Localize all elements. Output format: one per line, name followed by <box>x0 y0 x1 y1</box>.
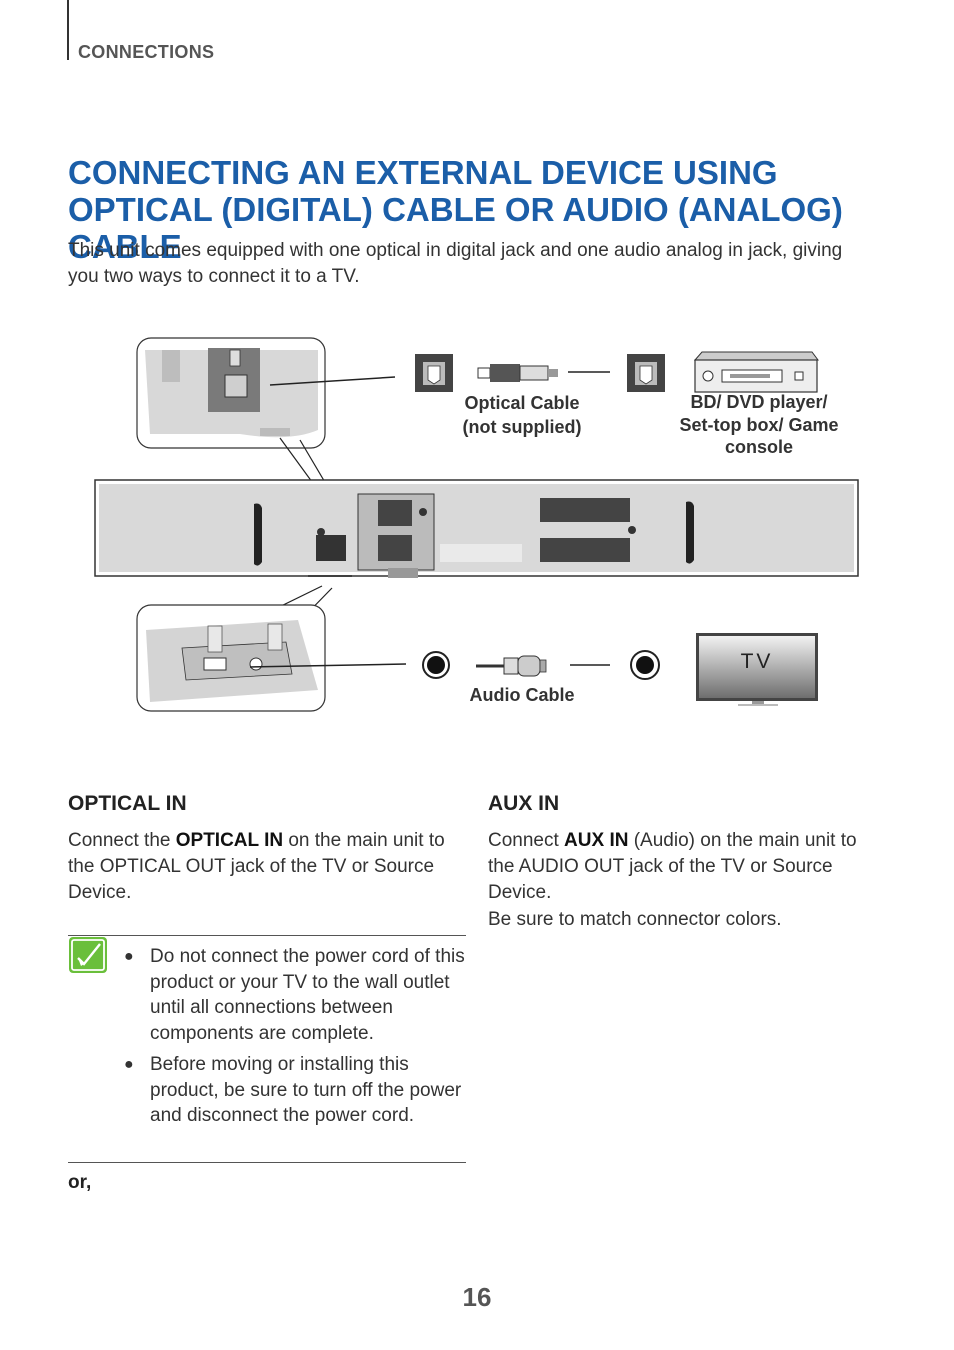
or-label: or, <box>68 1172 92 1193</box>
note-item: ● Do not connect the power cord of this p… <box>120 944 466 1046</box>
tv-icon <box>696 633 818 706</box>
note-item: ● Before moving or installing this produc… <box>120 1052 466 1129</box>
tv-label: TV <box>740 650 774 673</box>
soundbar-back <box>94 479 859 578</box>
connection-diagram: Optical Cable (not supplied) BD/ DVD pla… <box>90 330 870 720</box>
aux-in-text-2: Be sure to match connector colors. <box>488 909 782 930</box>
note-item-text: Before moving or installing this product… <box>150 1054 462 1126</box>
bullet-icon: ● <box>124 948 134 965</box>
intro-paragraph: This unit comes equipped with one optica… <box>68 240 843 287</box>
note-box: ● Do not connect the power cord of this p… <box>68 935 466 1163</box>
device-label-line3: console <box>724 437 794 457</box>
dvd-player-icon <box>693 351 819 393</box>
optical-cable-row <box>415 351 819 393</box>
optical-cable-label-line1: Optical Cable <box>464 393 580 413</box>
note-pencil-icon <box>69 937 107 973</box>
optical-in-text-post: on the main unit to the OPTICAL OUT jack… <box>68 830 445 903</box>
header-rule <box>67 0 69 60</box>
note-item-text: Do not connect the power cord of this pr… <box>150 946 465 1044</box>
page-title: CONNECTING AN EXTERNAL DEVICE USING OPTI… <box>68 154 843 265</box>
audio-cable-label: Audio Cable <box>469 685 575 705</box>
section-header: CONNECTIONS <box>78 42 215 62</box>
optical-in-text-bold: OPTICAL IN <box>175 830 284 851</box>
audio-cable-row <box>422 650 660 680</box>
optical-cable-label: Optical Cable (not supplied) <box>442 391 602 439</box>
optical-port-zoom <box>136 337 396 551</box>
aux-port-zoom <box>136 585 407 712</box>
bullet-icon: ● <box>124 1056 134 1073</box>
aux-in-text-bold: AUX IN <box>564 830 629 851</box>
device-label-line1: BD/ DVD player/ <box>690 392 828 412</box>
diagram-art <box>94 337 859 712</box>
source-device-label: BD/ DVD player/ Set-top box/ Game consol… <box>664 391 854 459</box>
device-label-line2: Set-top box/ Game <box>679 414 839 435</box>
page-number: 16 <box>462 1282 492 1312</box>
aux-in-heading: AUX IN <box>488 792 560 815</box>
aux-in-text-pre: Connect <box>488 830 565 851</box>
optical-in-text: Connect the OPTICAL IN on the main unit … <box>68 828 464 906</box>
aux-in-text: Connect AUX IN (Audio) on the main unit … <box>488 828 888 906</box>
aux-in-text-post: (Audio) on the main unit to the AUDIO OU… <box>488 830 857 903</box>
optical-cable-label-line2: (not supplied) <box>462 417 582 437</box>
note-list: ● Do not connect the power cord of this p… <box>120 944 466 1135</box>
optical-in-text-pre: Connect the <box>68 830 176 851</box>
optical-in-heading: OPTICAL IN <box>68 792 187 815</box>
